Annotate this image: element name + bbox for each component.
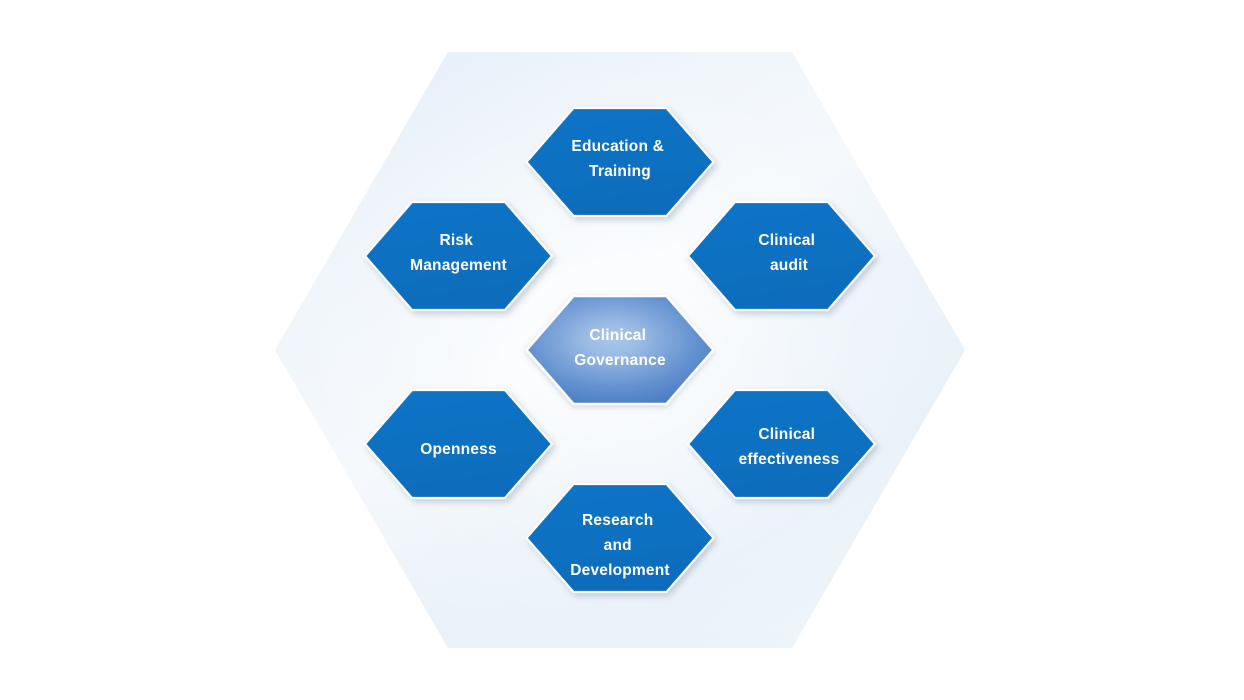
hex-research-and-development[interactable]: [525, 482, 715, 594]
hex-clinical-governance-shape[interactable]: [524, 294, 716, 406]
hex-clinical-effectiveness[interactable]: [686, 388, 877, 500]
hex-risk-management-shape[interactable]: [363, 200, 554, 312]
hex-education-and-training[interactable]: [525, 106, 715, 218]
hex-education-and-training-shape[interactable]: [525, 106, 715, 218]
hex-clinical-effectiveness-shape[interactable]: [686, 388, 877, 500]
hex-clinical-governance[interactable]: [524, 294, 716, 406]
hex-research-and-development-shape[interactable]: [525, 482, 715, 594]
hex-openness[interactable]: [363, 388, 554, 500]
hex-clinical-audit-shape[interactable]: [686, 200, 877, 312]
hex-risk-management[interactable]: [363, 200, 554, 312]
hex-clinical-audit[interactable]: [686, 200, 877, 312]
hex-openness-shape[interactable]: [363, 388, 554, 500]
